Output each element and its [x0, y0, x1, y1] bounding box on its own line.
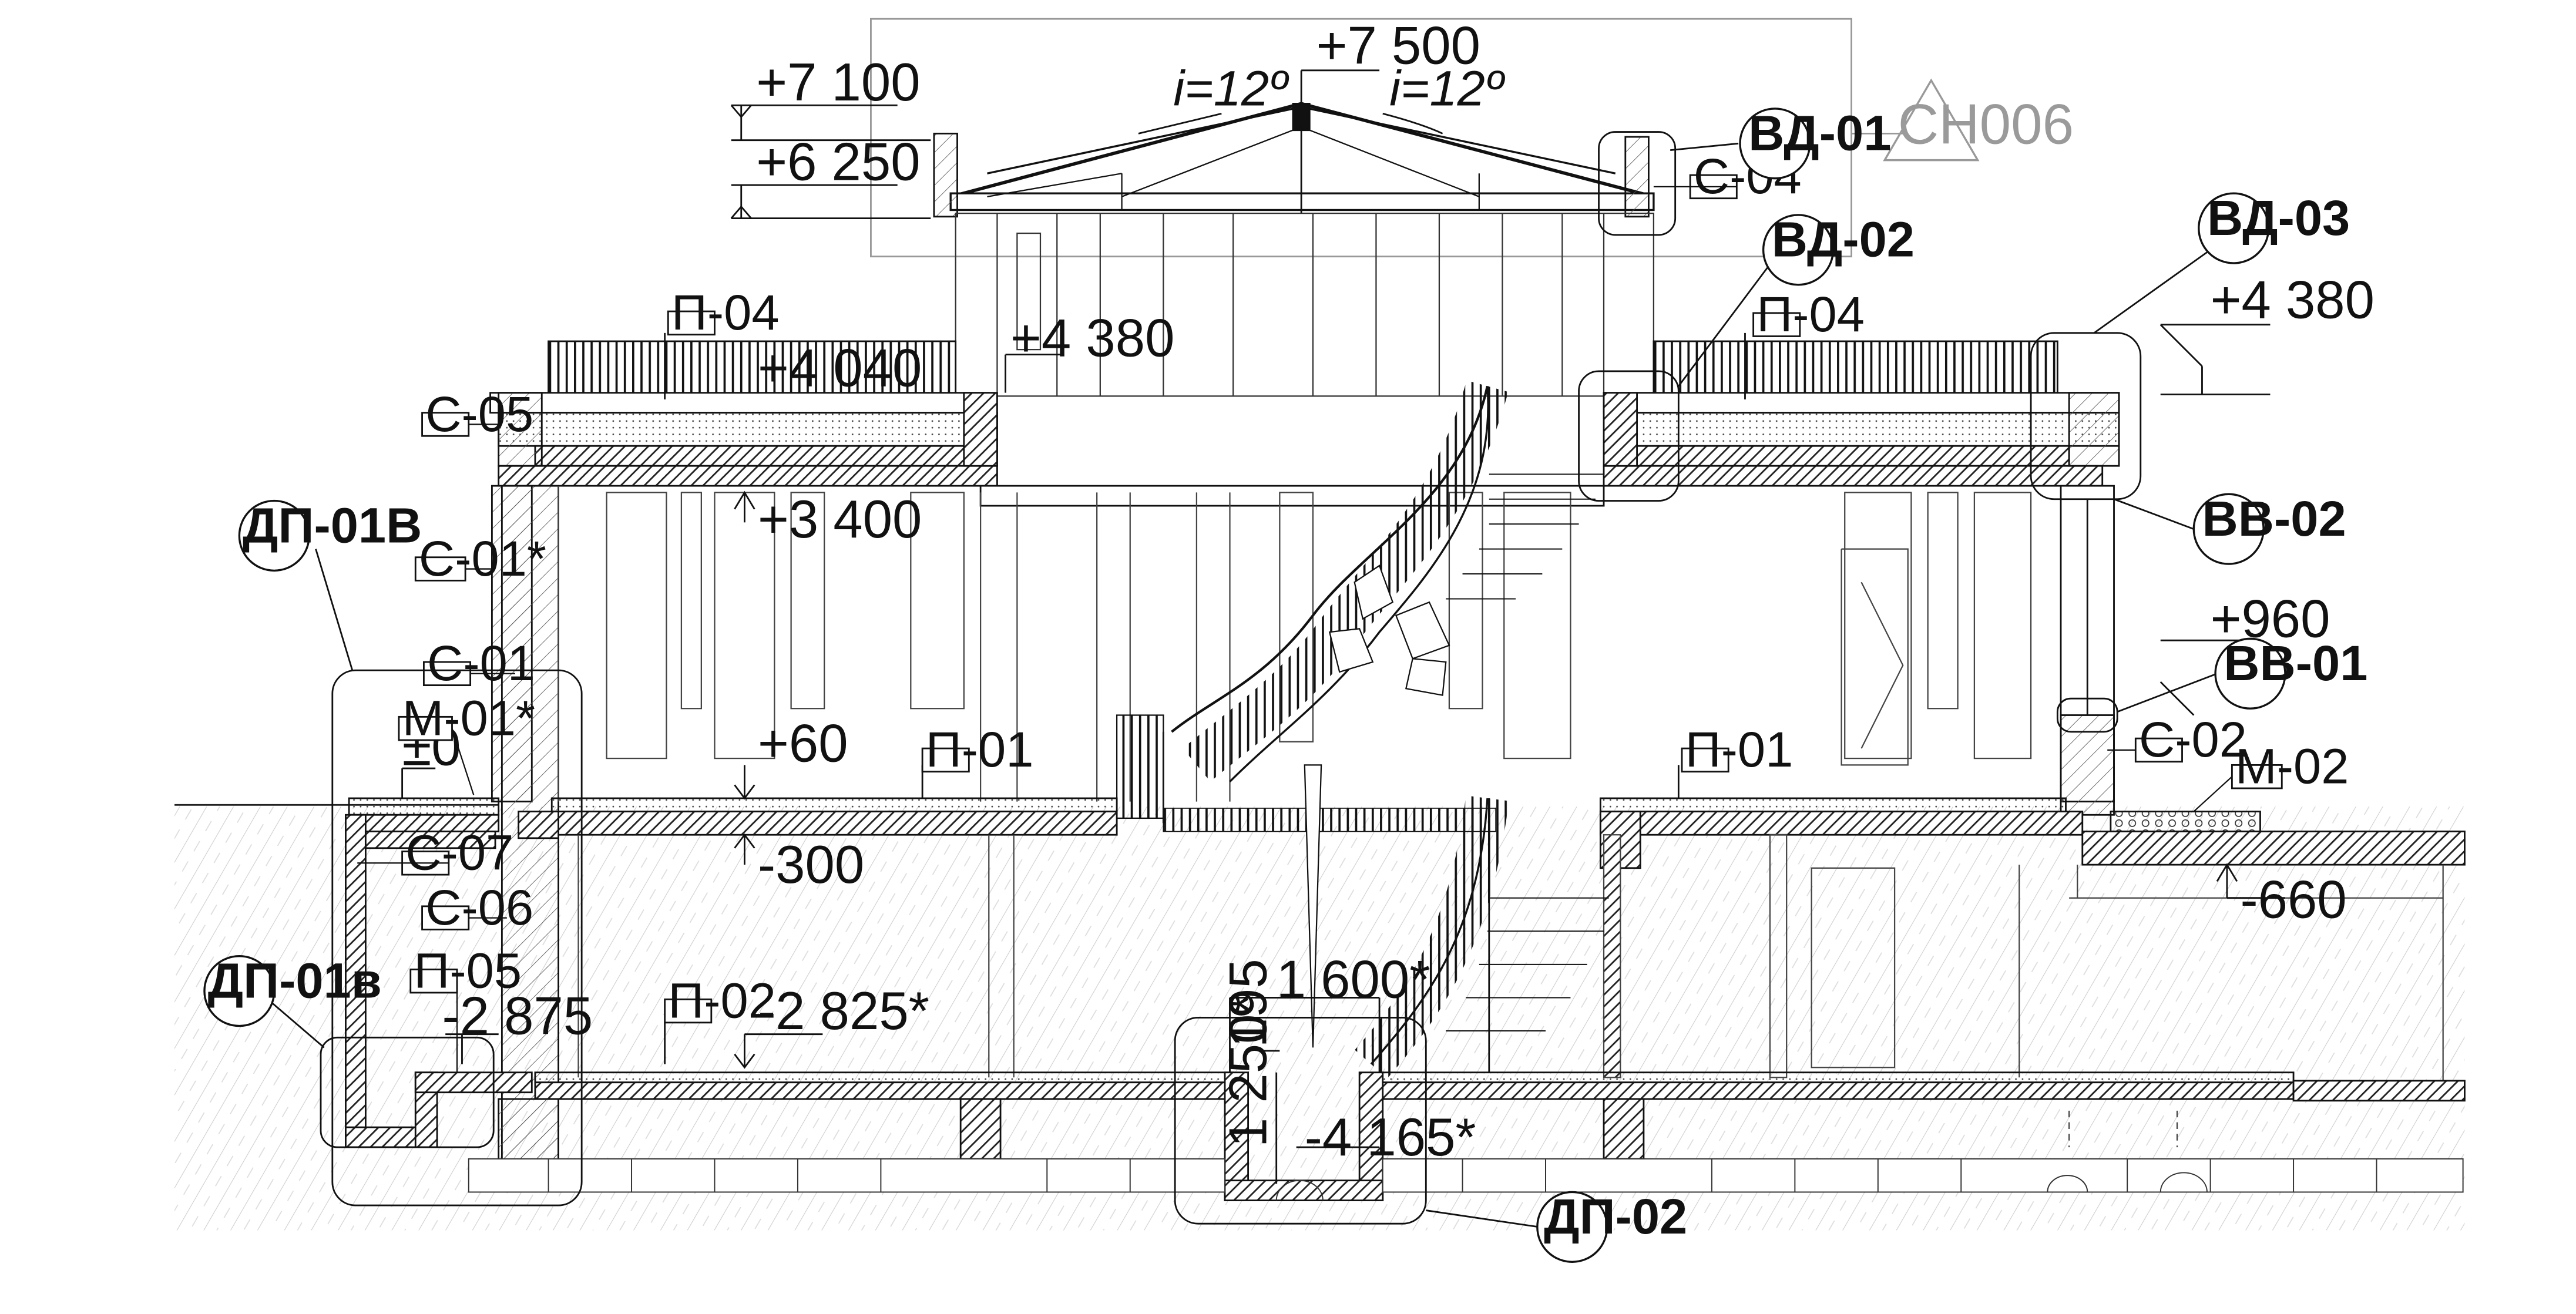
- callout-vd03: ВД-03: [2207, 190, 2350, 246]
- tag-c01: С-01: [427, 635, 535, 691]
- tag-p01-right: П-01: [1685, 721, 1794, 777]
- level-floor-1: +60: [758, 714, 848, 774]
- level-parapet: +4 380: [2211, 270, 2375, 330]
- level-pit-bottom: -4 165*: [1305, 1108, 1476, 1167]
- level-roof-top: +4 040: [758, 338, 922, 398]
- level-basement-floor: -2 825*: [758, 982, 929, 1041]
- callout-dp01v-upper: ДП-01В: [243, 497, 422, 553]
- slope-arrows: [1138, 113, 1443, 135]
- level-basement-low: -2 875: [442, 987, 593, 1046]
- tag-c07: С-07: [405, 825, 513, 881]
- tag-c06: С-06: [425, 879, 533, 935]
- callout-dp01v-lower: ДП-01в: [208, 952, 382, 1008]
- foundation-pit: [1224, 1071, 1384, 1202]
- level-terrace: +960: [2211, 590, 2330, 649]
- stair-fragments: [1328, 564, 1450, 696]
- tag-m02: М-02: [2235, 738, 2349, 794]
- tag-leaders: [357, 186, 2233, 1073]
- tag-c01s: С-01*: [419, 530, 546, 586]
- dim-pit-width: 1 600*: [1277, 950, 1430, 1009]
- railing-left: [548, 340, 957, 402]
- foundation-blocks: [468, 1158, 2464, 1201]
- pavilion-glazing: [955, 213, 1655, 397]
- tag-m01s: М-01*: [402, 690, 535, 745]
- tag-p05: П-05: [414, 942, 522, 998]
- pavilion-roof: [933, 102, 1655, 218]
- roof-slabs: [489, 392, 2120, 507]
- level-ceiling: +3 400: [758, 490, 922, 549]
- section-marker: СН006: [1851, 78, 2074, 162]
- section-marker-label: СН006: [1898, 93, 2074, 156]
- basement-interior: [577, 834, 2444, 1148]
- dim-pit-depth: 1 250*: [1219, 993, 1278, 1147]
- callout-vv02: ВВ-02: [2202, 490, 2346, 546]
- tag-p04-right: П-04: [1756, 286, 1865, 342]
- slope-right-label: i=12º: [1389, 60, 1506, 116]
- level-parapet-left: +4 380: [1010, 308, 1174, 368]
- railing-right: [1653, 340, 2058, 402]
- basement-floor-slab: [498, 1071, 2466, 1167]
- spiral-stair: [1116, 380, 1609, 1078]
- callout-vd01: ВД-01: [1748, 105, 1891, 161]
- callout-dp02: ДП-02: [1544, 1188, 1687, 1244]
- slope-left-label: i=12º: [1173, 60, 1289, 116]
- callout-vd02: ВД-02: [1772, 211, 1915, 267]
- entrance-terrace: [348, 797, 500, 832]
- level-ridge: +7 500: [1316, 16, 1480, 76]
- callout-frames: [265, 131, 2218, 1228]
- roof-detail-frame: [869, 18, 1852, 258]
- level-under-floor: -300: [758, 835, 864, 895]
- callout-circles: [203, 107, 2286, 1263]
- level-outside: -660: [2241, 871, 2347, 930]
- tag-p04-left: П-04: [671, 284, 780, 340]
- basement-left-structure: [345, 814, 533, 1148]
- level-eave-top: +7 100: [756, 53, 920, 112]
- tag-c05: С-05: [425, 386, 533, 442]
- tag-c02: С-02: [2139, 711, 2247, 767]
- ground-floor-slab: [518, 797, 2466, 869]
- dim-pit-step: 195: [1219, 959, 1278, 1047]
- tag-p02: П-02: [668, 972, 776, 1028]
- level-eave-bottom: +6 250: [756, 133, 920, 192]
- tag-p01-left: П-01: [926, 721, 1034, 777]
- callout-vv01: ВВ-01: [2224, 635, 2367, 691]
